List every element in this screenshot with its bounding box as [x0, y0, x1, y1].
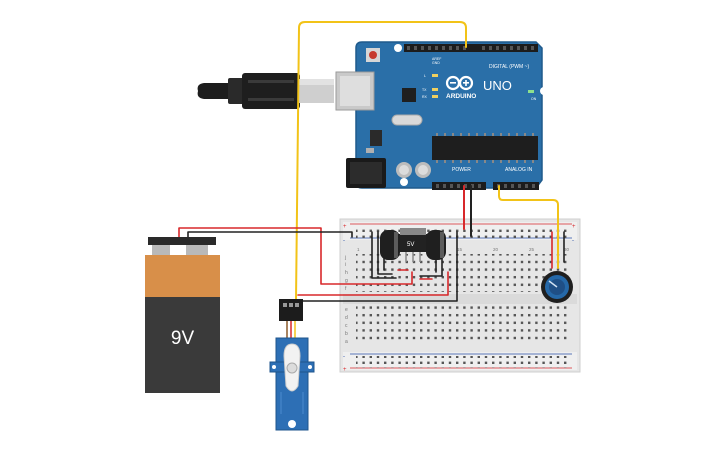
row-letter-f: f	[345, 286, 347, 292]
row-letter-j: j	[344, 255, 346, 261]
battery-label: 9V	[171, 328, 195, 349]
wire-black-battery	[187, 231, 353, 239]
tx-label: TX	[422, 88, 427, 92]
wire-yellow-servo-signal	[295, 21, 467, 301]
column-mark-1: 1	[357, 247, 360, 252]
rail-plus-top-left: +	[343, 224, 347, 230]
analog-in-label: ANALOG IN	[505, 167, 533, 173]
wire-red-battery	[178, 227, 413, 285]
row-letter-d: d	[345, 315, 348, 321]
column-mark-25: 25	[529, 247, 535, 252]
rail-minus-top-left: -	[343, 238, 345, 244]
arduino-uno-board: AREF GND DIGITAL (PWM ~) ARDUINO UNO L T…	[335, 41, 548, 190]
rail-minus-top-right: -	[572, 238, 574, 244]
rail-plus-top-right: +	[572, 224, 576, 230]
capacitor-right	[426, 230, 446, 260]
potentiometer	[541, 271, 573, 303]
breadboard: + - + - - + j i h g f e d c b	[339, 218, 581, 373]
battery-terminal-positive	[186, 245, 208, 255]
column-mark-30: 30	[564, 247, 570, 252]
rail-plus-bottom-left: +	[343, 367, 347, 373]
row-letter-b: b	[345, 331, 348, 337]
battery-terminal-negative	[152, 245, 170, 255]
arduino-model: UNO	[483, 78, 512, 93]
wires	[178, 21, 565, 302]
capacitor-left	[380, 230, 400, 260]
wire-red-servo-power	[297, 271, 449, 296]
regulator-label: 5V	[407, 242, 414, 248]
arduino-brand: ARDUINO	[446, 93, 476, 100]
rail-minus-bottom-left: -	[343, 354, 345, 360]
arduino-logo	[445, 75, 474, 91]
row-letter-c: c	[345, 323, 348, 329]
rx-label: RX	[422, 95, 428, 99]
servo-connector	[279, 299, 303, 321]
atmega-chip	[432, 136, 538, 160]
center-channel	[343, 294, 577, 304]
servo-motor	[269, 299, 315, 431]
row-letter-e: e	[345, 307, 348, 313]
terminal-strip-top	[356, 254, 568, 292]
row-letter-i: i	[345, 262, 346, 268]
wire-black-servo-gnd	[299, 231, 458, 302]
on-led-label: ON	[531, 97, 537, 101]
digital-header-label: DIGITAL (PWM ~)	[489, 64, 529, 70]
power-label: POWER	[452, 167, 471, 173]
terminal-strip-bottom	[356, 306, 568, 344]
usb-cable	[197, 73, 334, 109]
row-letter-g: g	[345, 278, 348, 284]
column-mark-20: 20	[493, 247, 499, 252]
reset-button	[369, 51, 377, 59]
row-letter-h: h	[345, 270, 348, 276]
column-mark-15: 15	[457, 247, 463, 252]
wire-yellow-pot-a0	[498, 185, 559, 269]
aref-label: AREF	[432, 57, 441, 61]
voltage-regulator: 5V	[398, 228, 428, 262]
l-led-label: L	[424, 74, 426, 78]
analog-header	[493, 182, 539, 190]
digital-header	[404, 44, 538, 52]
row-letter-a: a	[345, 339, 348, 345]
gnd-label: GND	[432, 61, 440, 65]
battery-9v: 9V	[145, 237, 220, 393]
